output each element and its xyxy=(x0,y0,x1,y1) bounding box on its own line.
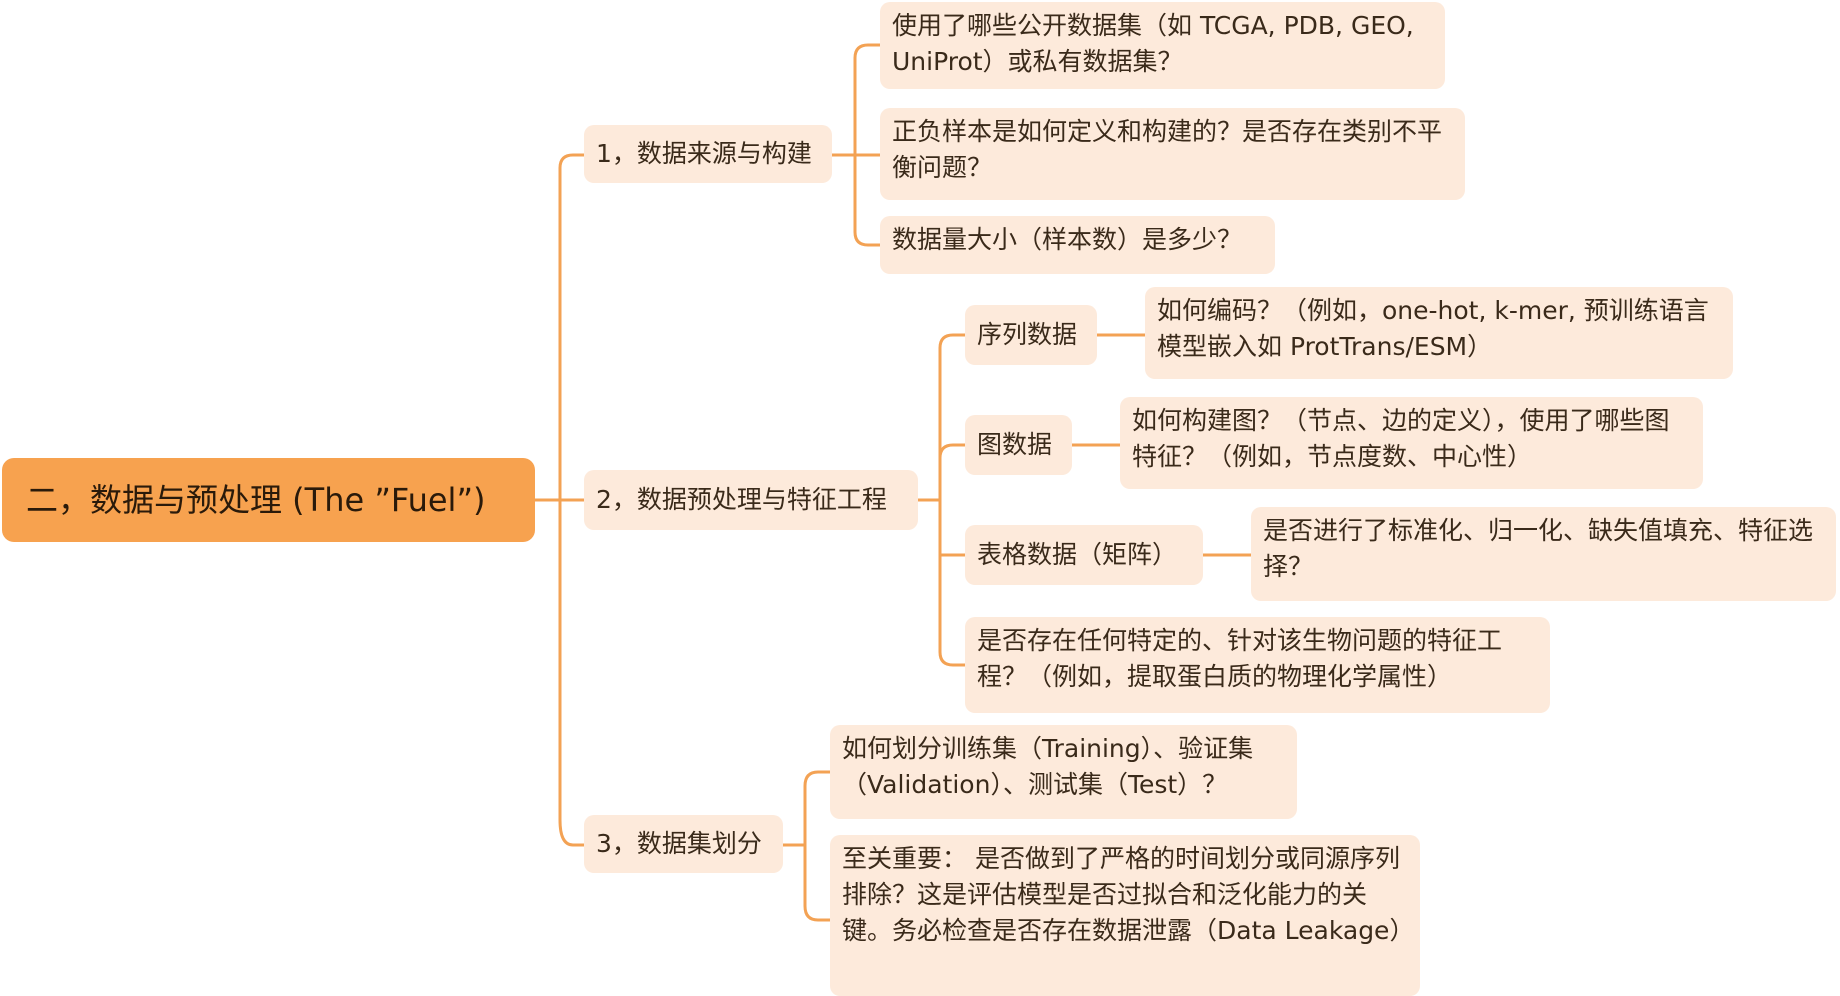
detail-text: 如何编码？（例如，one-hot, k-mer, 预训练语言模型嵌入如 Prot… xyxy=(1157,296,1709,361)
leaf-public-datasets[interactable]: 使用了哪些公开数据集（如 TCGA, PDB, GEO, UniProt）或私有… xyxy=(880,2,1445,89)
branch-data-source[interactable]: 1，数据来源与构建 xyxy=(584,125,832,183)
connector-branch-3 xyxy=(783,770,830,922)
detail-text: 如何构建图？（节点、边的定义），使用了哪些图特征？（例如，节点度数、中心性） xyxy=(1132,406,1670,471)
leaf-split-method[interactable]: 如何划分训练集（Training）、验证集（Validation）、测试集（Te… xyxy=(830,725,1297,819)
subbranch-sequence-data[interactable]: 序列数据 xyxy=(965,305,1097,365)
subbranch-table-data[interactable]: 表格数据（矩阵） xyxy=(965,525,1203,585)
leaf-specific-feature-engineering[interactable]: 是否存在任何特定的、针对该生物问题的特征工程？（例如，提取蛋白质的物理化学属性） xyxy=(965,617,1550,713)
detail-sequence-encoding[interactable]: 如何编码？（例如，one-hot, k-mer, 预训练语言模型嵌入如 Prot… xyxy=(1145,287,1733,379)
subbranch-label: 表格数据（矩阵） xyxy=(977,540,1178,569)
leaf-text: 数据量大小（样本数）是多少？ xyxy=(892,225,1243,254)
detail-graph-construction[interactable]: 如何构建图？（节点、边的定义），使用了哪些图特征？（例如，节点度数、中心性） xyxy=(1120,397,1703,489)
connector-branch-2 xyxy=(918,333,965,667)
subbranch-graph-data[interactable]: 图数据 xyxy=(965,415,1072,475)
leaf-text: 是否存在任何特定的、针对该生物问题的特征工程？（例如，提取蛋白质的物理化学属性） xyxy=(977,626,1503,691)
leaf-data-leakage[interactable]: 至关重要： 是否做到了严格的时间划分或同源序列排除？这是评估模型是否过拟合和泛化… xyxy=(830,835,1420,996)
subbranch-label: 图数据 xyxy=(977,430,1053,459)
branch-preprocessing[interactable]: 2，数据预处理与特征工程 xyxy=(584,470,918,530)
connector-root-trunk xyxy=(535,153,584,847)
branch-label: 2，数据预处理与特征工程 xyxy=(596,485,887,514)
root-node[interactable]: 二，数据与预处理 (The ”Fuel”) xyxy=(2,458,535,542)
detail-table-normalization[interactable]: 是否进行了标准化、归一化、缺失值填充、特征选择？ xyxy=(1251,507,1836,601)
leaf-text: 使用了哪些公开数据集（如 TCGA, PDB, GEO, UniProt）或私有… xyxy=(892,11,1414,76)
connector-branch-1 xyxy=(832,43,880,247)
leaf-data-size[interactable]: 数据量大小（样本数）是多少？ xyxy=(880,216,1275,274)
leaf-text: 正负样本是如何定义和构建的？是否存在类别不平衡问题？ xyxy=(892,117,1443,182)
branch-label: 3，数据集划分 xyxy=(596,829,762,858)
branch-dataset-split[interactable]: 3，数据集划分 xyxy=(584,815,783,873)
root-label: 二，数据与预处理 (The ”Fuel”) xyxy=(26,481,486,519)
subbranch-label: 序列数据 xyxy=(977,320,1078,349)
leaf-text: 如何划分训练集（Training）、验证集（Validation）、测试集（Te… xyxy=(842,734,1254,799)
leaf-text: 至关重要： 是否做到了严格的时间划分或同源序列排除？这是评估模型是否过拟合和泛化… xyxy=(842,844,1415,945)
branch-label: 1，数据来源与构建 xyxy=(596,139,812,168)
detail-text: 是否进行了标准化、归一化、缺失值填充、特征选择？ xyxy=(1263,516,1814,581)
leaf-samples-definition[interactable]: 正负样本是如何定义和构建的？是否存在类别不平衡问题？ xyxy=(880,108,1465,200)
